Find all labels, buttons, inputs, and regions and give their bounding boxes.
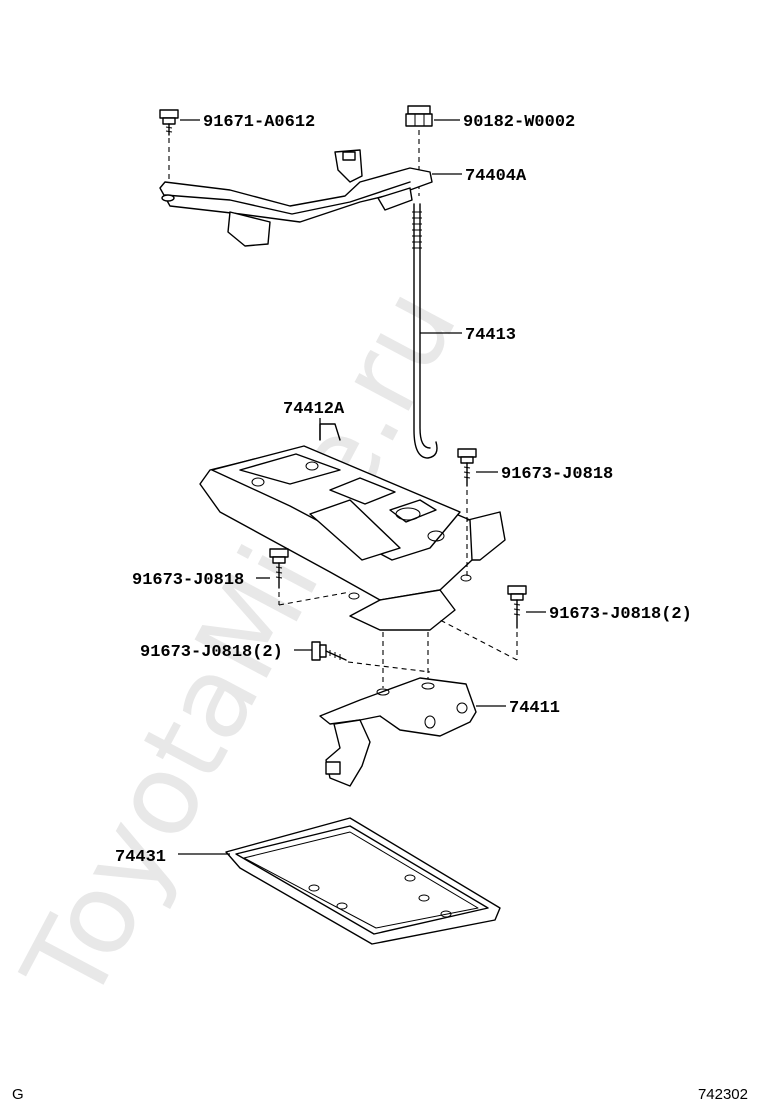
bolt-91673-j0818-left [269,548,289,589]
label-bolt-right-upper: 91673-J0818 [501,465,613,484]
battery-clamp-74404a [159,149,433,247]
bolt-91673-j0818-right-lower [507,585,527,629]
guide-line [439,619,518,661]
label-carrier: 74412A [283,400,345,419]
leader-lines [178,119,546,855]
battery-tray-74431 [225,817,501,945]
label-rod: 74413 [465,326,516,345]
figure-number: 742302 [697,1086,748,1103]
label-bolt-left: 91673-J0818 [132,571,244,590]
guide-line [347,661,431,673]
label-bolt-right-lower: 91673-J0818(2) [549,605,692,624]
bolt-91673-j0818-front [311,641,347,661]
label-bolt-top-left: 91671-A0612 [203,113,315,132]
label-bracket: 74411 [509,699,560,718]
label-clamp: 74404A [465,167,527,186]
bolt-91671-a0612 [159,109,179,136]
label-tray: 74431 [115,848,166,867]
bolt-91673-j0818-right-upper [457,448,477,487]
guide-line [278,591,351,606]
battery-carrier-74412a [199,423,506,631]
label-bolt-front: 91673-J0818(2) [140,643,283,662]
carrier-bracket-74411 [319,677,477,787]
nut-90182-w0002 [405,105,433,127]
label-nut-top: 90182-W0002 [463,113,575,132]
footer-left-code: G [12,1086,24,1103]
hold-down-rod-74413 [412,203,438,459]
